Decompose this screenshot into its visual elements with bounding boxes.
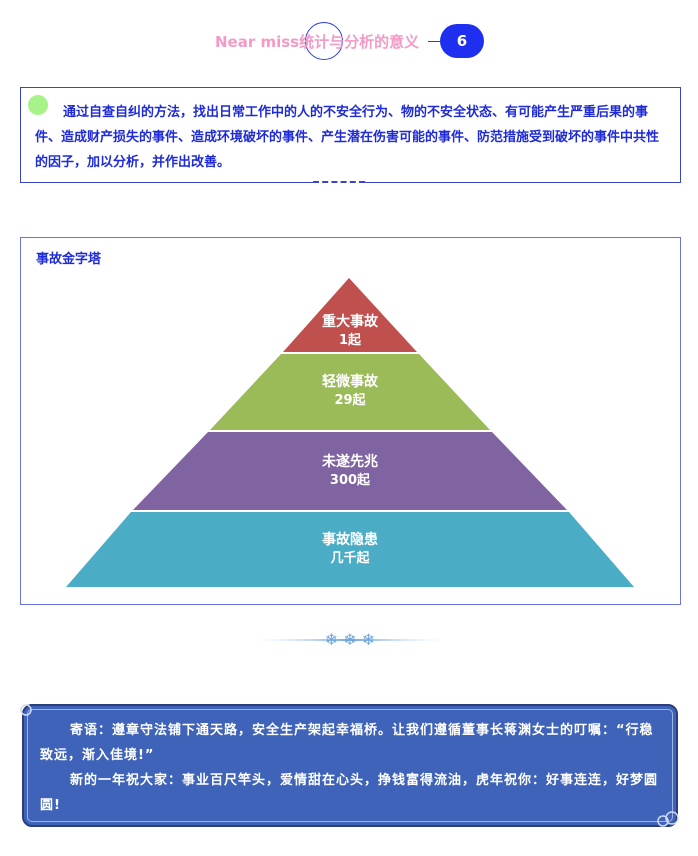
pyramid-level-3 [133,432,567,510]
pyramid-level-4 [66,512,634,587]
level-1-count: 1起 [339,332,362,348]
blessing-line-2: 新的一年祝大家：事业百尺竿头，爱情甜在心头，挣钱富得流油，虎年祝你：好事连连，好… [40,773,659,813]
section-title: Near miss统计与分析的意义 [215,33,420,51]
snowflake-icon: ❄ ❄ ❄ [325,630,375,649]
blessing-text: 寄语：遵章守法铺下通天路，安全生产架起幸福桥。让我们遵循董事长蒋渊女士的叮嘱：“… [40,718,662,818]
pyramid-level-1 [283,278,417,352]
pyramid-level-2 [210,354,490,430]
cloud-flourish-icon [657,811,679,827]
blessing-box [22,704,678,827]
dashed-divider [313,181,365,184]
blessing-line-1: 寄语：遵章守法铺下通天路，安全生产架起幸福桥。让我们遵循董事长蒋渊女士的叮嘱：“… [40,723,654,763]
level-4-name: 事故隐患 [322,531,378,548]
section-number-badge: 6 [440,24,484,58]
pyramid-title: 事故金字塔 [36,252,102,267]
intro-box: 通过自查自纠的方法，找出日常工作中的人的不安全行为、物的不安全状态、有可能产生严… [20,87,681,184]
header-circle-decoration [305,22,343,60]
level-3-count: 300起 [330,472,371,488]
accident-pyramid-panel: 事故金字塔 重大事故 1起 轻微事故 29起 未遂先兆 300起 事故隐患 几千… [20,237,681,605]
intro-text: 通过自查自纠的方法，找出日常工作中的人的不安全行为、物的不安全状态、有可能产生严… [35,105,660,170]
snowflake-divider: ❄ ❄ ❄ [255,630,445,649]
level-1-name: 重大事故 [322,313,379,330]
blessing-panel: 寄语：遵章守法铺下通天路，安全生产架起幸福桥。让我们遵循董事长蒋渊女士的叮嘱：“… [20,704,679,827]
accident-pyramid: 重大事故 1起 轻微事故 29起 未遂先兆 300起 事故隐患 几千起 [66,278,634,587]
level-4-count: 几千起 [330,550,370,566]
level-3-name: 未遂先兆 [322,453,378,470]
green-dot-icon [28,95,48,115]
level-2-count: 29起 [334,392,366,408]
corner-flourish-icon [20,704,32,716]
level-2-name: 轻微事故 [322,373,379,390]
section-header: Near miss统计与分析的意义 6 [0,22,698,62]
header-connector-line [428,41,444,42]
